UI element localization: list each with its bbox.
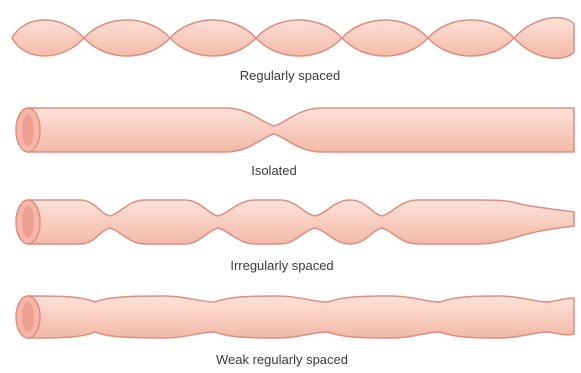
panel-weak-regularly-spaced: Weak regularly spaced <box>16 296 574 367</box>
panel-isolated: Isolated <box>16 108 574 178</box>
fiber-cut-end-inner <box>22 114 34 146</box>
caption-weak-regularly-spaced: Weak regularly spaced <box>216 352 348 367</box>
panel-irregularly-spaced: Irregularly spaced <box>16 200 574 273</box>
caption-irregularly-spaced: Irregularly spaced <box>230 258 333 273</box>
beaded-fiber-regular <box>12 18 574 59</box>
fiber-cut-end-inner <box>22 206 34 238</box>
caption-isolated: Isolated <box>251 163 297 178</box>
caption-regularly-spaced: Regularly spaced <box>240 68 340 83</box>
fiber-cut-end-inner <box>22 302 34 332</box>
panel-regularly-spaced: Regularly spaced <box>12 18 574 83</box>
beaded-fiber-weak-regular <box>28 296 574 338</box>
beaded-fiber-isolated <box>28 108 574 152</box>
beaded-fiber-irregular <box>28 200 574 244</box>
